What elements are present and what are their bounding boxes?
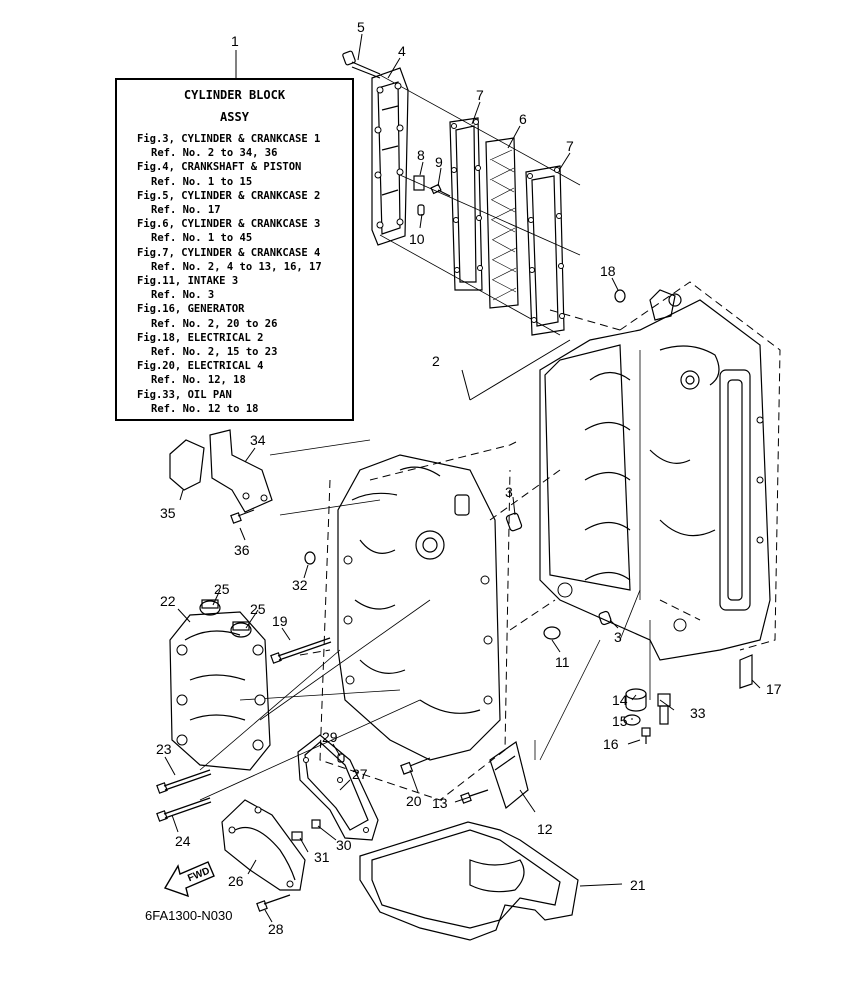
reference-box: CYLINDER BLOCK ASSY Fig.3, CYLINDER & CR… [115,78,354,421]
reference-fig: Fig.4, CRANKSHAFT & PISTON [137,161,302,174]
callout-8: 8 [417,147,425,163]
callout-7-b: 7 [566,138,574,154]
reference-ref: Ref. No. 3 [151,289,215,302]
callout-7-a: 7 [476,87,484,103]
plug-part-25 [199,599,252,638]
bracket-part-34 [209,429,273,513]
reference-ref: Ref. No. 1 to 15 [151,175,253,188]
cylinder-head-part-22 [169,611,271,771]
reference-fig: Fig.3, CYLINDER & CRANKCASE 1 [137,133,321,145]
gasket-part-7-right [525,165,565,336]
callout-18: 18 [600,263,616,279]
callout-30: 30 [336,837,352,853]
reference-fig: Fig.33, OIL PAN [137,388,232,401]
reference-ref: Ref. No. 2 to 34, 36 [151,147,278,160]
callout-21: 21 [630,877,646,893]
callout-28: 28 [268,921,284,937]
seal-parts [304,289,626,640]
callout-32: 32 [292,577,308,593]
callout-36: 36 [234,542,250,558]
callout-10: 10 [409,231,425,247]
reference-ref: Ref. No. 1 to 45 [151,232,253,245]
callout-3-a: 3 [505,484,513,500]
reference-ref: Ref. No. 12 to 18 [151,402,259,415]
construction-lines [199,74,651,801]
leader-lines [164,33,761,923]
plate-part-6 [485,137,519,309]
reference-fig: Fig.7, CYLINDER & CRANKCASE 4 [137,246,321,259]
cylinder-block-part-1 [337,454,501,761]
callout-25-a: 25 [214,581,230,597]
reference-ref: Ref. No. 12, 18 [151,374,246,387]
crankcase-part-2 [539,289,771,661]
callout-15: 15 [612,713,628,729]
bolt-part-36 [230,509,255,524]
reference-ref: Ref. No. 17 [151,204,221,217]
reference-fig: Fig.16, GENERATOR [137,303,245,316]
cap-part-35 [169,439,205,491]
callout-2: 2 [432,353,440,369]
callout-numbers: 1 2 3 3 4 5 6 7 7 8 9 10 11 12 13 14 15 … [156,19,782,937]
callout-13: 13 [432,795,448,811]
callout-23: 23 [156,741,172,757]
gasket-part-7-left [449,117,483,291]
callout-20: 20 [406,793,422,809]
small-parts-8-9-10 [413,175,451,216]
bolt-part-5 [342,50,381,79]
callout-29: 29 [322,729,338,745]
callout-9: 9 [435,154,443,170]
callout-19: 19 [272,613,288,629]
callout-27: 27 [352,766,368,782]
callout-16: 16 [603,736,619,752]
callout-24: 24 [175,833,191,849]
reference-fig: Fig.6, CYLINDER & CRANKCASE 3 [137,218,321,231]
reference-fig: Fig.20, ELECTRICAL 4 [137,360,264,373]
misc-small-parts [256,741,529,912]
callout-33: 33 [690,705,706,721]
reference-fig: Fig.18, ELECTRICAL 2 [137,331,264,344]
bracket-part-17 [739,654,753,689]
reference-ref: Ref. No. 2, 4 to 13, 16, 17 [151,260,322,273]
bolt-part-23 [156,769,212,794]
callout-1: 1 [231,33,239,49]
reference-ref: Ref. No. 2, 20 to 26 [151,317,278,330]
callout-11: 11 [555,654,570,670]
callout-4: 4 [398,43,406,59]
dowel-pin-part-3 [505,512,612,626]
reference-fig: Fig.11, INTAKE 3 [137,275,239,288]
drawing-code: 6FA1300-N030 [145,908,233,923]
callout-14: 14 [612,692,628,708]
callout-22: 22 [160,593,176,609]
callout-3-b: 3 [614,629,622,645]
reference-fig: Fig.5, CYLINDER & CRANKCASE 2 [137,189,321,202]
callout-25-b: 25 [250,601,266,617]
bolt-part-19 [270,637,332,664]
reference-list: Fig.3, CYLINDER & CRANKCASE 1 Ref. No. 2… [137,132,322,416]
assembly-dash-lines [299,281,781,801]
cover-part-26 [221,799,306,891]
callout-26: 26 [228,873,244,889]
callout-6: 6 [519,111,527,127]
sensor-part-33 [657,693,671,725]
gasket-part-27 [297,734,379,841]
reference-subtitle: ASSY [220,110,249,124]
callout-34: 34 [250,432,266,448]
oil-parts-14-15-16 [623,688,651,744]
callout-12: 12 [537,821,553,837]
gasket-part-21 [359,821,579,941]
callout-5: 5 [357,19,365,35]
callout-17: 17 [766,681,782,697]
cover-plate-part-4 [371,67,409,246]
reference-title: CYLINDER BLOCK [183,88,286,102]
forward-arrow-icon: FWD [163,861,215,898]
bolt-part-24 [156,797,212,822]
reference-ref: Ref. No. 2, 15 to 23 [151,346,278,359]
callout-31: 31 [314,849,330,865]
callout-35: 35 [160,505,176,521]
